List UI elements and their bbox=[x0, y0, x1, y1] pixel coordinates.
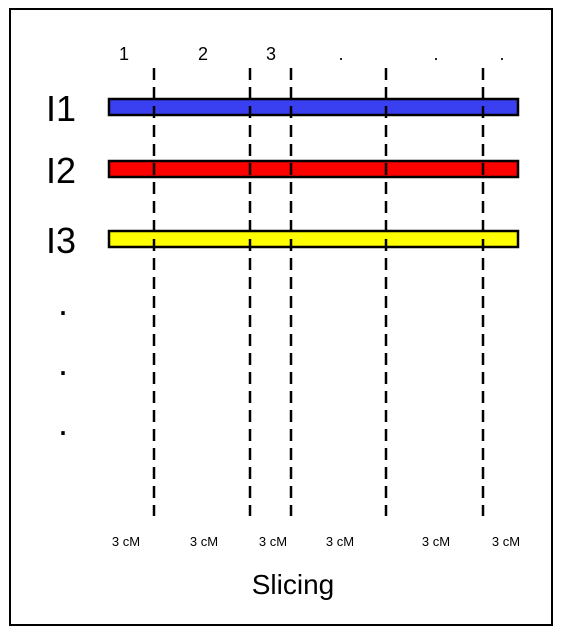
individual-bar-3 bbox=[107, 229, 520, 249]
individual-bar-2 bbox=[107, 159, 520, 179]
cm-label-4: 3 cM bbox=[326, 534, 354, 549]
cm-label-1: 3 cM bbox=[112, 534, 140, 549]
cm-label-3: 3 cM bbox=[259, 534, 287, 549]
ellipsis-dot-2: . bbox=[58, 342, 68, 383]
row-label-2: I2 bbox=[46, 150, 76, 191]
individual-bar-1 bbox=[107, 97, 520, 117]
slice-label-2: 2 bbox=[198, 44, 208, 64]
slice-label-4: . bbox=[338, 44, 343, 64]
cm-label-2: 3 cM bbox=[190, 534, 218, 549]
cm-label-6: 3 cM bbox=[492, 534, 520, 549]
cm-label-5: 3 cM bbox=[422, 534, 450, 549]
slice-label-3: 3 bbox=[266, 44, 276, 64]
row-label-3: I3 bbox=[46, 220, 76, 261]
ellipsis-dot-1: . bbox=[58, 282, 68, 323]
diagram-caption: Slicing bbox=[252, 569, 334, 600]
slice-label-1: 1 bbox=[119, 44, 129, 64]
slice-label-6: . bbox=[499, 44, 504, 64]
slice-label-5: . bbox=[433, 44, 438, 64]
row-label-1: I1 bbox=[46, 88, 76, 129]
ellipsis-dot-3: . bbox=[58, 402, 68, 443]
